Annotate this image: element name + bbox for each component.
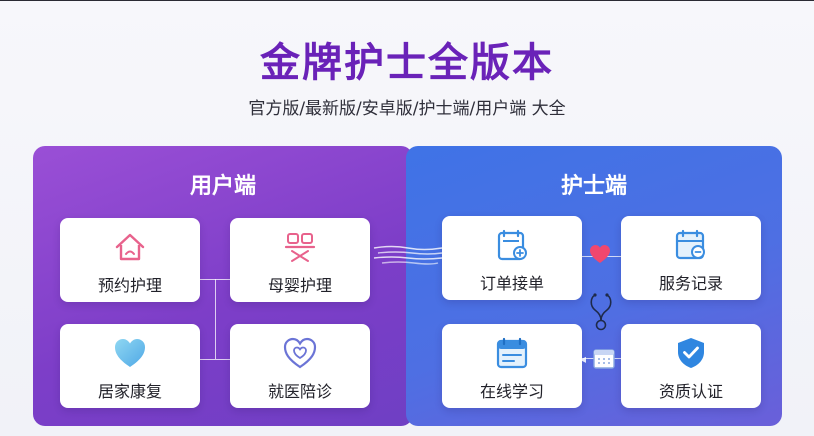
card-label: 预约护理 xyxy=(97,276,162,295)
card-label: 在线学习 xyxy=(479,382,544,401)
top-border xyxy=(0,0,814,1)
calendar-icon xyxy=(496,337,528,369)
user-connector-v xyxy=(215,279,216,359)
card-appointment-care[interactable]: 预约护理 xyxy=(60,218,200,302)
calendar-small-icon xyxy=(593,349,615,369)
card-medical-escort[interactable]: 就医陪诊 xyxy=(230,324,370,408)
nurse-panel: 护士端 订单接单 服务记录 在线学习 xyxy=(406,146,782,426)
data-flow-lines-icon xyxy=(373,245,443,265)
card-qualification[interactable]: 资质认证 xyxy=(621,324,761,408)
user-panel: 用户端 预约护理 母婴护理 居家康复 xyxy=(33,146,413,426)
card-service-records[interactable]: 服务记录 xyxy=(621,216,761,300)
heart-icon xyxy=(115,339,145,367)
shield-check-icon xyxy=(678,338,704,368)
card-maternal-care[interactable]: 母婴护理 xyxy=(230,218,370,302)
stethoscope-icon xyxy=(590,293,612,331)
heart-outline-icon xyxy=(283,337,317,369)
mother-baby-icon xyxy=(284,233,316,262)
card-label: 服务记录 xyxy=(658,274,723,293)
arrow-left-icon: ◂ xyxy=(580,352,587,366)
card-label: 资质认证 xyxy=(658,382,723,401)
user-connector-h-bottom xyxy=(200,359,230,360)
nurse-panel-title: 护士端 xyxy=(560,174,627,199)
card-online-learning[interactable]: 在线学习 xyxy=(442,324,582,408)
card-label: 居家康复 xyxy=(97,382,162,401)
card-home-rehab[interactable]: 居家康复 xyxy=(60,324,200,408)
clipboard-icon xyxy=(497,229,527,261)
card-label: 订单接单 xyxy=(479,274,544,293)
page-subtitle: 官方版/最新版/安卓版/护士端/用户端 大全 xyxy=(248,99,566,119)
user-panel-title: 用户端 xyxy=(189,174,256,199)
heart-icon xyxy=(590,245,610,263)
card-label: 母婴护理 xyxy=(267,276,332,295)
home-icon xyxy=(115,233,145,261)
card-accept-orders[interactable]: 订单接单 xyxy=(442,216,582,300)
page-title: 金牌护士全版本 xyxy=(260,40,554,86)
card-label: 就医陪诊 xyxy=(267,382,332,401)
record-icon xyxy=(675,229,705,260)
